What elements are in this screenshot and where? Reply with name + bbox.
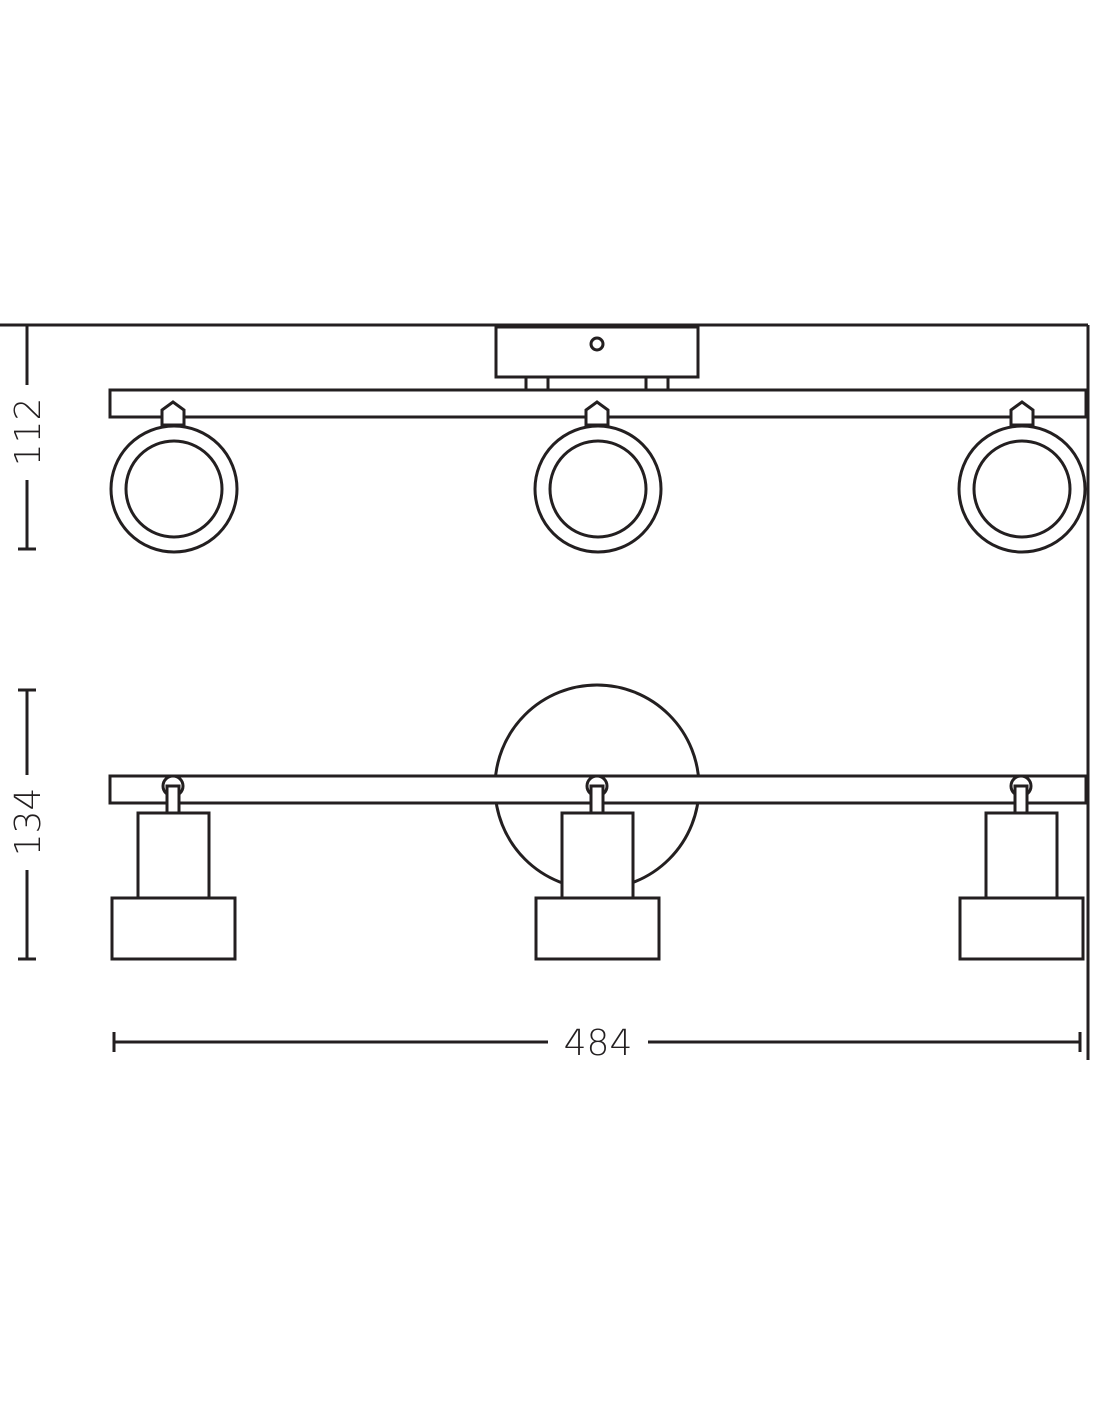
dimension-label-112: 112 <box>8 398 49 467</box>
dimension-top-height: 112 <box>8 323 49 551</box>
top-spot-right <box>957 400 1087 554</box>
front-spot-center <box>534 774 661 961</box>
dimension-label-134: 134 <box>8 788 49 857</box>
top-spot-left <box>109 400 239 554</box>
canopy-screw <box>589 336 605 352</box>
top-view <box>0 323 1090 1060</box>
front-view <box>108 683 1088 961</box>
front-spot-left <box>110 774 237 961</box>
dimension-label-484: 484 <box>564 1023 633 1064</box>
dimension-front-height: 134 <box>8 688 49 961</box>
top-spot-center <box>533 400 663 554</box>
front-spot-right <box>958 774 1085 961</box>
ceiling-canopy <box>494 325 700 379</box>
dimension-total-width: 484 <box>112 1023 1082 1064</box>
